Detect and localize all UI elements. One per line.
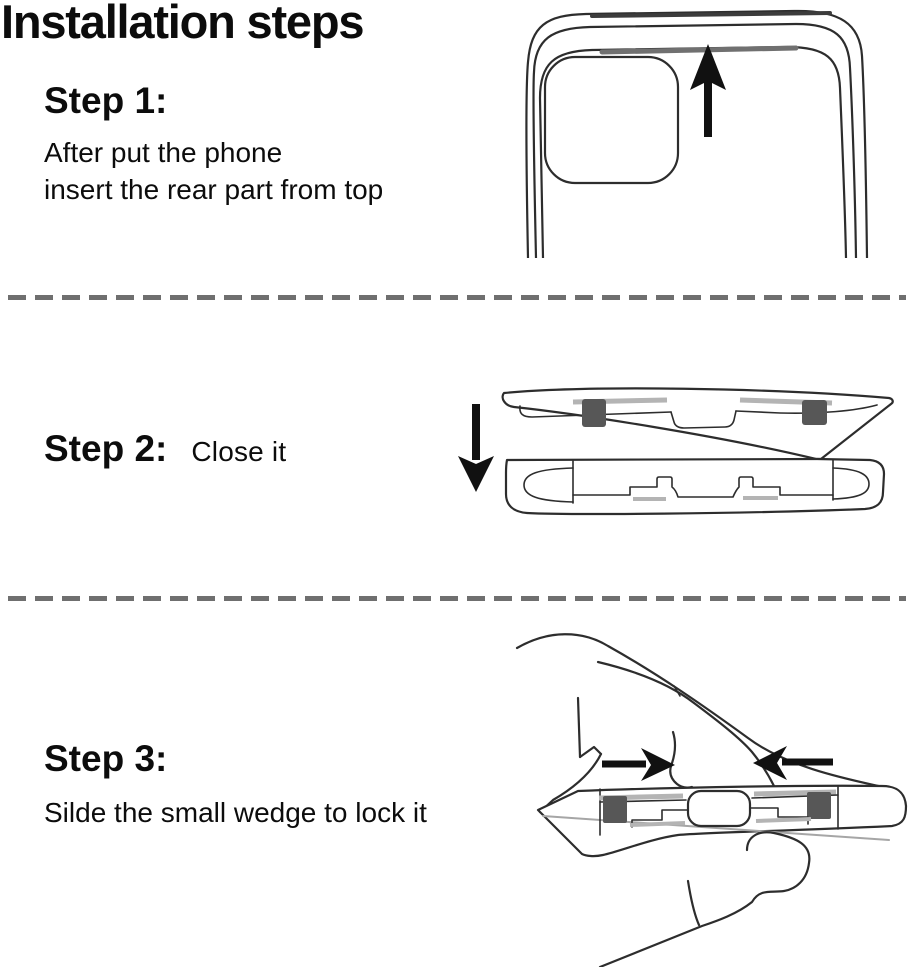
thumb-crease — [686, 879, 701, 927]
base-latch-tabs — [572, 476, 834, 498]
wedge-clip-left — [582, 399, 606, 427]
step2-figure — [458, 387, 894, 516]
step1-description: After put the phone insert the rear part… — [44, 134, 383, 208]
step2-note: Close it — [191, 436, 287, 467]
case-lid — [501, 387, 894, 461]
camera-bump-outline — [543, 55, 680, 185]
dashed-divider-1 — [8, 295, 906, 300]
step1-heading: Step 1: — [44, 80, 168, 121]
case-edge-view — [536, 784, 908, 858]
thumb-outline — [598, 831, 811, 967]
case-lip-edge — [599, 45, 799, 55]
case-base — [504, 457, 886, 516]
down-arrow-icon — [458, 404, 494, 492]
page-title: Installation steps — [1, 0, 365, 48]
center-button-outline — [686, 789, 752, 828]
wedge-clip-right — [807, 792, 831, 819]
step2-heading: Step 2: — [44, 428, 168, 469]
case-top-slot — [590, 11, 832, 18]
up-arrow-icon — [690, 44, 726, 137]
slide-right-arrow-icon — [602, 748, 675, 781]
step1-line2: insert the rear part from top — [44, 174, 384, 205]
phone-case-outline — [525, 9, 869, 258]
step2-heading-row: Step 2: Close it — [44, 430, 286, 467]
wedge-clip-right — [802, 400, 827, 425]
wedge-clip-left — [603, 796, 627, 823]
lid-camera-notch — [670, 410, 737, 429]
step3-figure — [515, 633, 908, 967]
step1-line1: After put the phone — [44, 137, 283, 168]
dashed-divider-2 — [8, 596, 906, 601]
step1-figure — [525, 9, 869, 258]
latch-step-left — [631, 809, 689, 828]
fingertip-outline — [669, 730, 694, 789]
step3-description: Silde the small wedge to lock it — [44, 797, 427, 828]
slide-left-arrow-icon — [753, 746, 833, 780]
step3-heading: Step 3: — [44, 738, 168, 779]
